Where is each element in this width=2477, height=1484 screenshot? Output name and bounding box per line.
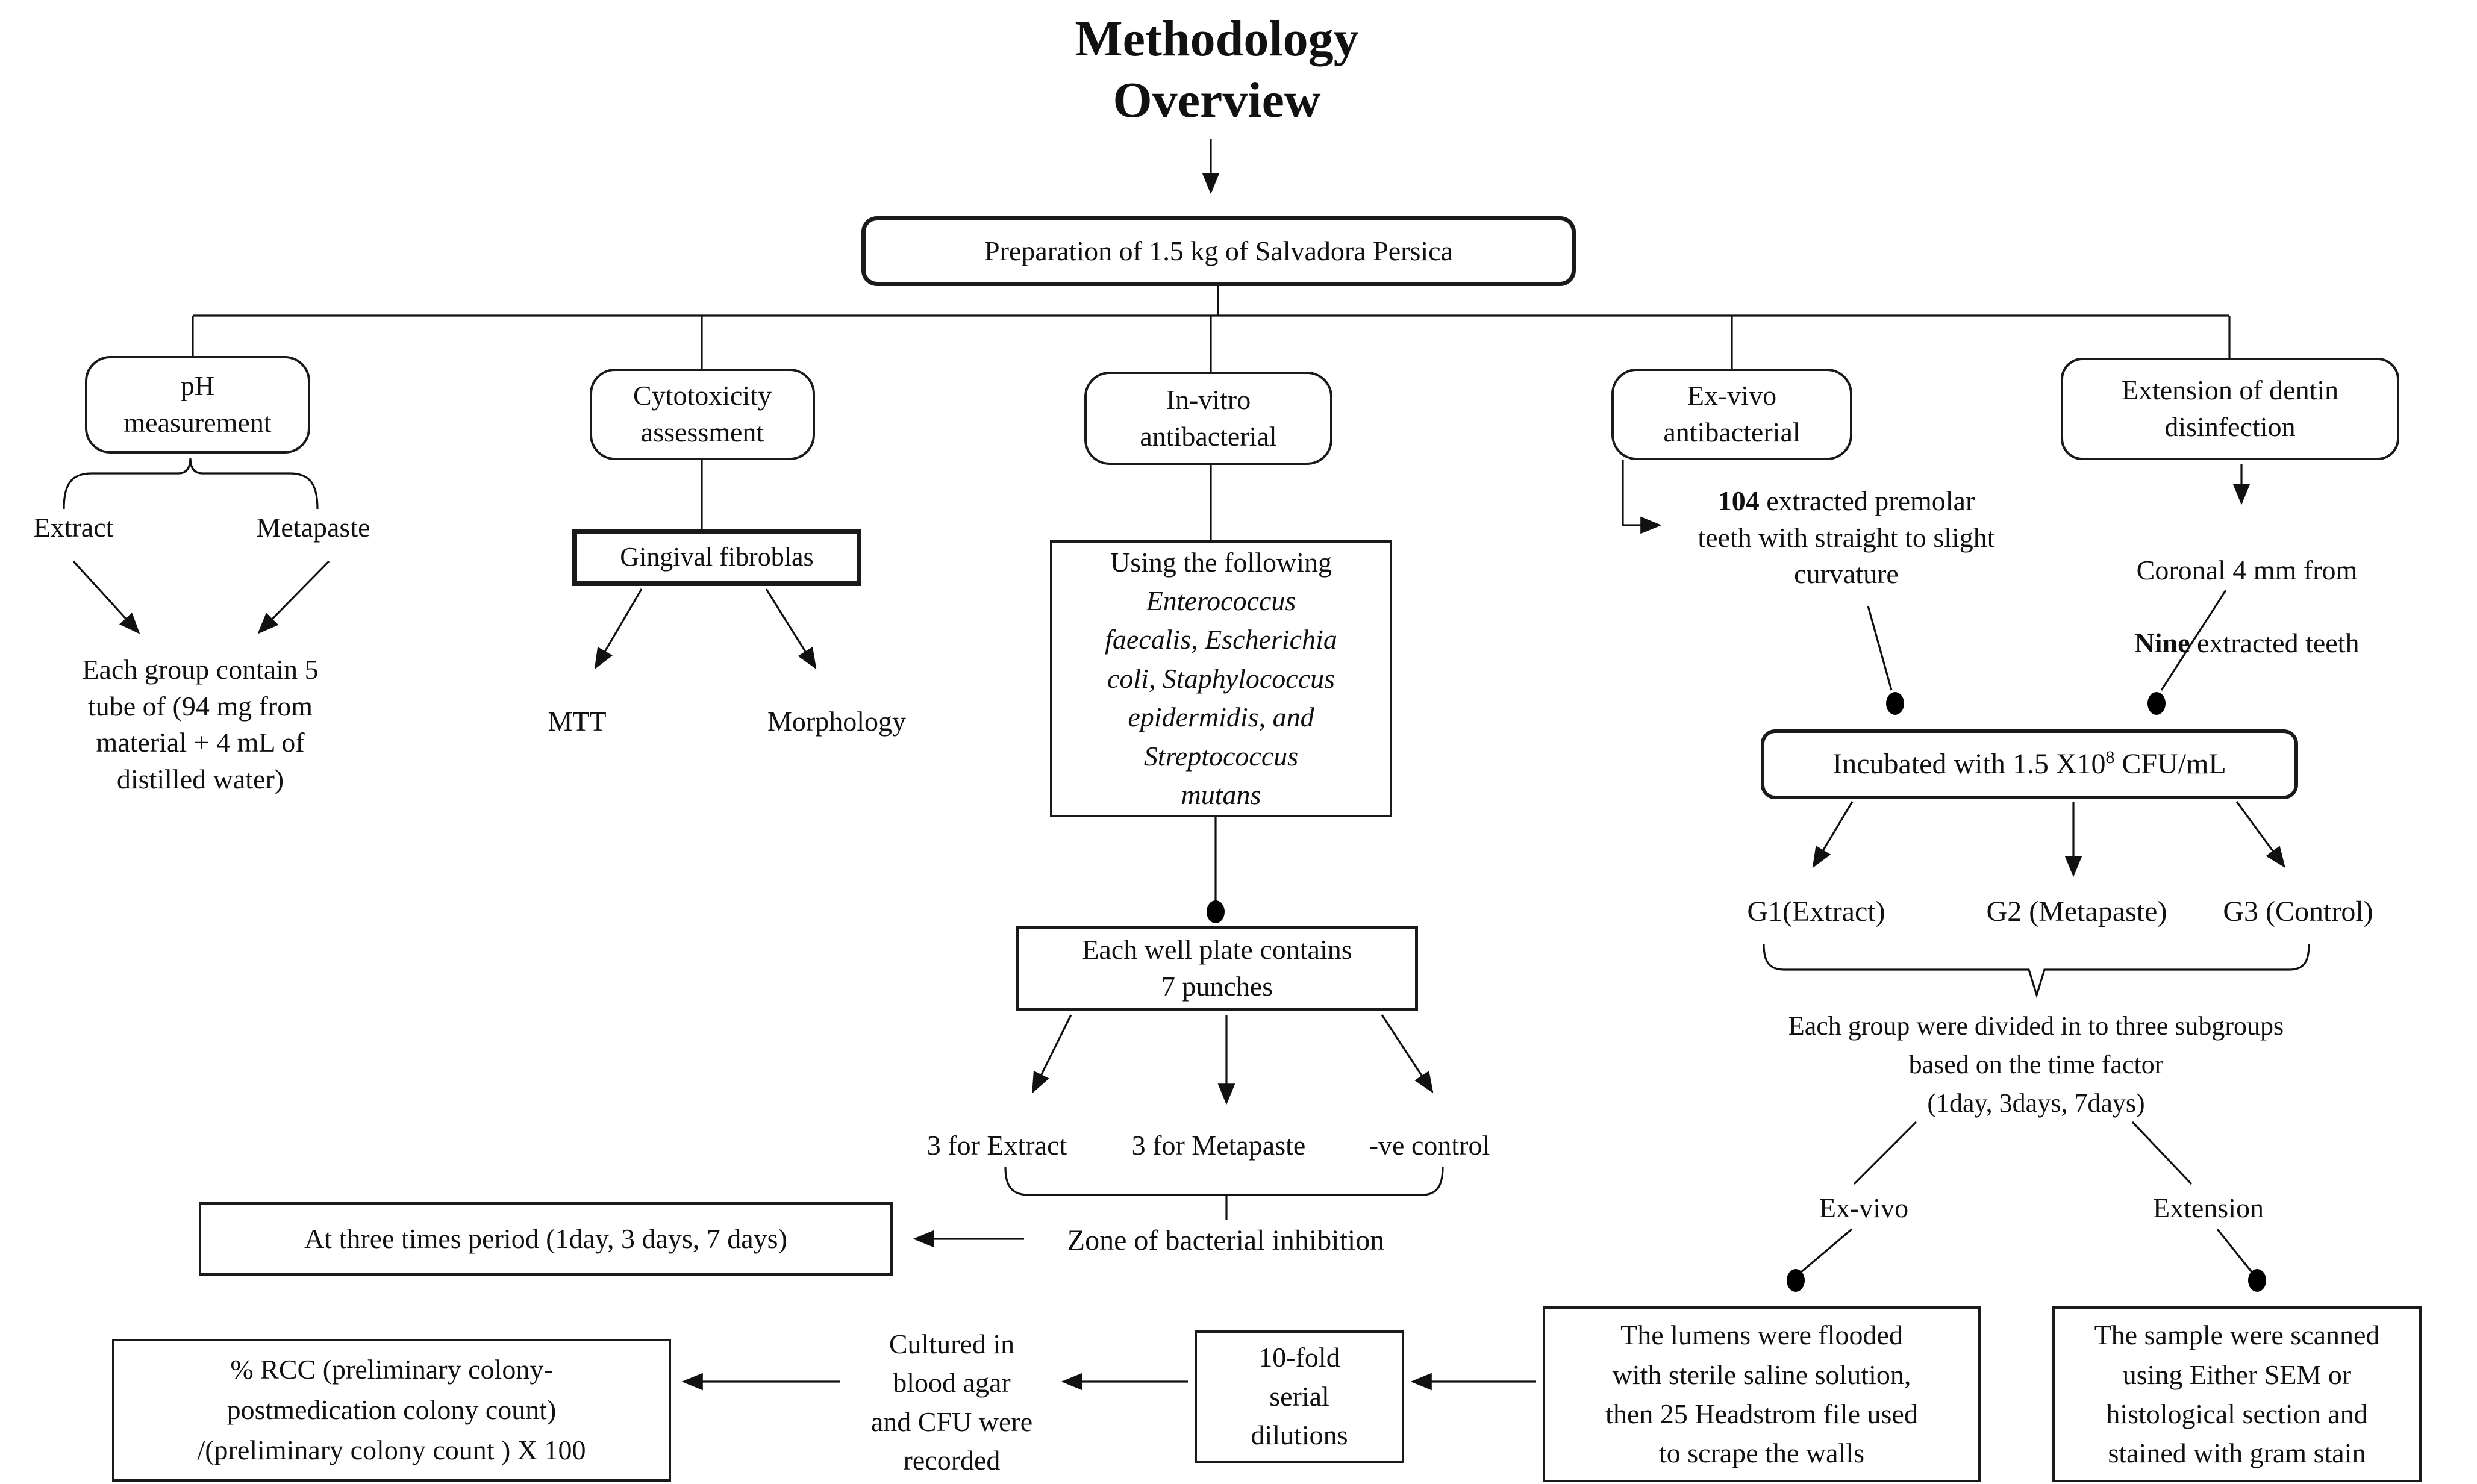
metapaste-label: Metapaste [256,512,370,543]
mtt-label: MTT [548,706,607,737]
coronal-line2: Nine extracted teeth [2072,625,2422,662]
bullet-scanned [2248,1269,2266,1292]
arrow-g3 [2235,801,2285,868]
line-to-extension-label [2131,1121,2193,1185]
arrow-morphology [765,588,817,670]
arrow-extract3 [1032,1014,1072,1094]
coronal-rest: extracted teeth [2190,628,2360,659]
extension-box: Extension of dentin disinfection [2061,358,2399,460]
branch-connector [192,285,2231,372]
arrow-control [1381,1014,1434,1094]
arrow-g1 [1812,801,1854,868]
invitro-label: In-vitro antibacterial [1140,384,1277,452]
incubated-prefix: Incubated with 1.5 X10 [1832,748,2106,781]
line-exvivo-bullet [1800,1228,1853,1273]
extension-label-text: Extension of dentin disinfection [2121,375,2339,442]
teeth-count: 104 [1717,485,1760,516]
groups-bracket [1763,944,2310,999]
g2-label: G2 (Metapaste) [1986,896,2167,928]
arrow-extract [72,560,140,634]
subgroups-text: Each group were divided in to three subg… [1788,1011,2284,1118]
coronal-line1: Coronal 4 mm from [2136,554,2358,585]
bacteria-text: Using the following Enterococcus faecali… [1105,543,1337,815]
rcc-label: % RCC (preliminary colony- postmedicatio… [197,1354,586,1465]
well-plate-box: Each well plate contains 7 punches [1016,926,1418,1011]
g1-label: G1(Extract) [1747,896,1885,928]
scanned-box: The sample were scanned using Either SEM… [2052,1306,2422,1482]
g3-label: G3 (Control) [2223,896,2373,928]
scanned-label: The sample were scanned using Either SEM… [2094,1320,2380,1469]
extract-label: Extract [33,512,114,543]
neg-control-label: -ve control [1369,1130,1490,1161]
ph-brace [63,457,319,510]
times-label: At three times period (1day, 3 days, 7 d… [304,1223,787,1254]
extract3-label: 3 for Extract [926,1130,1067,1161]
incubated-box: Incubated with 1.5 X108 CFU/mL [1761,729,2298,799]
invitro-box: In-vitro antibacterial [1084,372,1332,465]
incubated-exponent: 8 [2105,747,2115,768]
times-box: At three times period (1day, 3 days, 7 d… [199,1202,893,1276]
ph-detail-text: Each group contain 5 tube of (94 mg from… [82,654,319,795]
cytotoxicity-label: Cytotoxicity assessment [633,380,772,447]
zone-label: Zone of bacterial inhibition [1067,1224,1385,1256]
gingival-fibroblast-box: Gingival fibroblas [572,529,861,586]
teeth-text: 104 extracted premolar teeth with straig… [1651,483,2042,593]
dilutions-box: 10-fold serial dilutions [1195,1330,1404,1463]
lumens-label: The lumens were flooded with sterile sal… [1605,1320,1918,1469]
line-extension-bullet [2216,1228,2253,1273]
lumens-box: The lumens were flooded with sterile sal… [1543,1306,1981,1482]
morphology-label: Morphology [767,706,906,737]
teeth-rest: extracted premolar teeth with straight t… [1698,485,1995,590]
root-box-label: Preparation of 1.5 kg of Salvadora Persi… [984,235,1453,266]
page-title: Methodology Overview [1075,11,1359,129]
line-teeth-to-incubated [1867,605,1893,691]
cytotoxicity-box: Cytotoxicity assessment [590,369,815,460]
inhibition-bracket [1004,1167,1444,1220]
coronal-text: Coronal 4 mm from Nine extracted teeth [2072,516,2422,699]
root-box: Preparation of 1.5 kg of Salvadora Persi… [861,216,1576,286]
arrow-metapaste [257,560,330,634]
well-plate-label: Each well plate contains 7 punches [1082,934,1352,1002]
using-prefix: Using the following [1110,546,1332,578]
extension-subgroup-label: Extension [2153,1192,2264,1223]
cultured-text: Cultured in blood agar and CFU were reco… [870,1329,1033,1476]
gingival-fibroblast-label: Gingival fibroblas [620,542,814,572]
bullet-lumens [1787,1269,1805,1292]
ph-measurement-box: pH measurement [85,356,310,454]
bullet-wellplate [1207,900,1225,923]
ph-measurement-label: pH measurement [123,370,272,438]
bacteria-species: Enterococcus faecalis, Escherichia coli,… [1105,585,1337,810]
exvivo-box: Ex-vivo antibacterial [1611,369,1852,460]
metapaste3-label: 3 for Metapaste [1131,1130,1306,1161]
nine-count: Nine [2134,628,2190,659]
rcc-box: % RCC (preliminary colony- postmedicatio… [112,1339,671,1482]
arrow-mtt [594,588,643,670]
dilutions-label: 10-fold serial dilutions [1251,1342,1348,1451]
bacteria-box: Using the following Enterococcus faecali… [1050,540,1392,817]
exvivo-label: Ex-vivo antibacterial [1663,380,1801,447]
incubated-suffix: CFU/mL [2114,748,2226,781]
bullet-incubated-left [1886,692,1904,715]
line-to-exvivo-label [1853,1121,1917,1185]
exvivo-subgroup-label: Ex-vivo [1819,1192,1909,1223]
incubated-label: Incubated with 1.5 X108 CFU/mL [1832,745,2226,783]
